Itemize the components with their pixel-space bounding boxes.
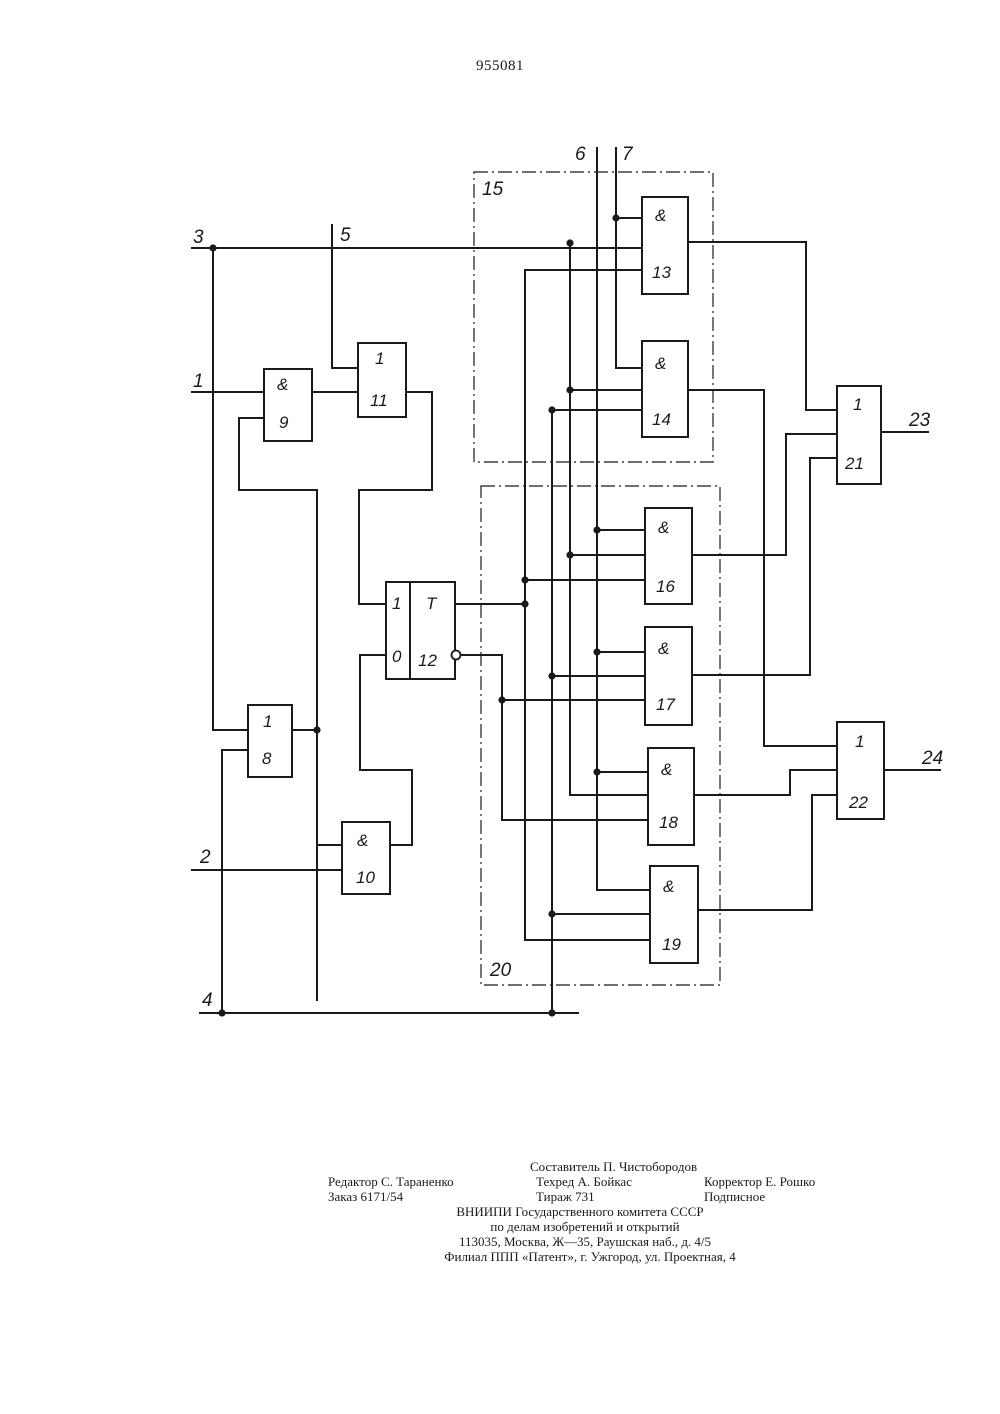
gate-17-symbol: & [658,639,669,658]
gate-10-number: 10 [356,868,375,887]
input-label-4: 4 [202,990,213,1011]
gate-16: & 16 [645,508,692,604]
gate-17: & 17 [645,627,692,725]
gate-11-number: 11 [370,391,388,410]
colophon-branch: Филиал ППП «Патент», г. Ужгород, ул. Про… [0,1249,1000,1264]
colophon-compiler: Составитель П. Чистобородов [530,1159,697,1174]
gate-14-symbol: & [655,354,666,373]
colophon-org-line2: по делам изобретений и открытий [0,1219,1000,1234]
trigger-12-number: 12 [418,651,437,670]
gate-14-number: 14 [652,410,671,429]
gate-18: & 18 [648,748,694,845]
gate-9-number: 9 [279,413,289,432]
colophon-techred: Техред А. Бойкас [536,1174,632,1189]
gate-8-symbol: 1 [263,712,272,731]
gate-21-symbol: 1 [853,395,862,414]
trigger-12: 1 0 T 12 [386,582,455,679]
input-label-3: 3 [193,227,204,248]
logic-circuit-diagram: 1 8 & 9 & 10 1 11 1 0 T 12 & 13 & 14 & 1… [0,0,1000,1100]
wiring [192,148,940,1013]
gate-16-number: 16 [656,577,675,596]
gate-18-number: 18 [659,813,678,832]
group-label-20: 20 [489,960,512,981]
input-label-7: 7 [622,144,634,165]
output-label-23: 23 [908,410,931,431]
colophon-subscription: Подписное [704,1189,765,1204]
gate-9-symbol: & [277,375,288,394]
colophon-editor: Редактор С. Тараненко [328,1174,454,1189]
colophon-org-line1: ВНИИПИ Государственного комитета СССР [0,1204,1000,1219]
input-label-2: 2 [199,847,211,868]
gate-9: & 9 [264,369,312,441]
gate-8: 1 8 [248,705,292,777]
output-label-24: 24 [921,748,943,769]
colophon-corrector: Корректор Е. Рошко [704,1174,815,1189]
gate-10: & 10 [342,822,390,894]
gate-21-number: 21 [844,454,864,473]
gate-13: & 13 [642,197,688,294]
gate-18-symbol: & [661,760,672,779]
gate-10-symbol: & [357,831,368,850]
input-label-1: 1 [193,371,204,392]
gate-11-symbol: 1 [375,349,384,368]
gate-16-symbol: & [658,518,669,537]
gate-17-number: 17 [656,695,675,714]
input-label-5: 5 [340,225,351,246]
trigger-12-reset: 0 [392,647,402,666]
gate-8-number: 8 [262,749,272,768]
trigger-12-type: T [426,594,438,613]
gate-19-symbol: & [663,877,674,896]
input-label-6: 6 [575,144,586,165]
trigger-12-set: 1 [392,594,401,613]
gate-22-symbol: 1 [855,732,864,751]
inverse-output-circle [452,651,461,660]
gate-14: & 14 [642,341,688,437]
colophon-circulation: Тираж 731 [536,1189,595,1204]
gate-13-symbol: & [655,206,666,225]
gate-21: 1 21 [837,386,881,484]
group-label-15: 15 [482,179,504,200]
gate-19-number: 19 [662,935,681,954]
gate-11: 1 11 [358,343,406,417]
colophon-order: Заказ 6171/54 [328,1189,403,1204]
gate-19: & 19 [650,866,698,963]
colophon-address: 113035, Москва, Ж—35, Раушская наб., д. … [0,1234,1000,1249]
gate-13-number: 13 [652,263,671,282]
gate-22: 1 22 [837,722,884,819]
gate-22-number: 22 [848,793,868,812]
